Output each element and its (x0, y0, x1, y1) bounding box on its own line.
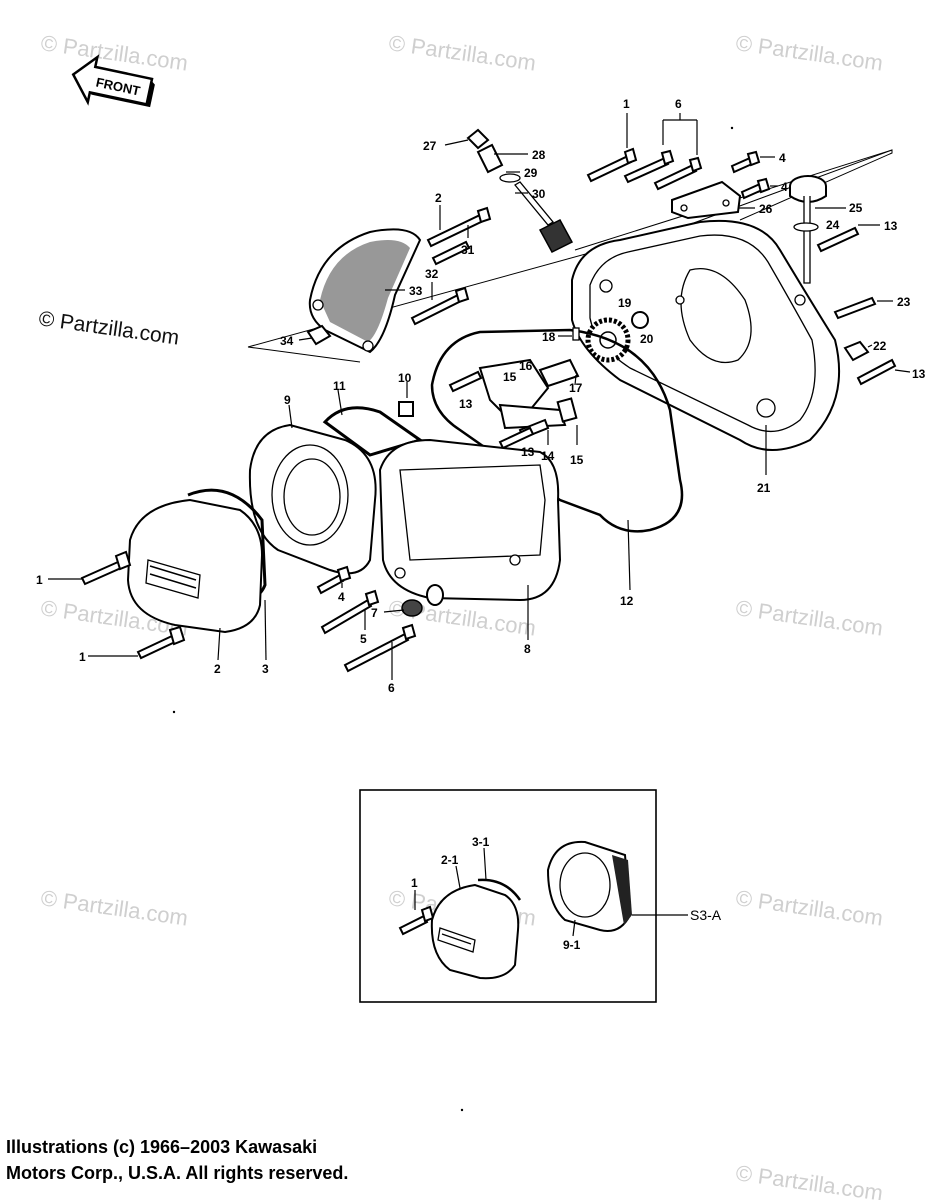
spacer-10 (398, 401, 414, 417)
callout-1: 1 (411, 876, 418, 890)
front-arrow: FRONT (71, 54, 155, 108)
callout-34: 34 (280, 334, 294, 348)
callout-23: 23 (897, 295, 911, 309)
callout-3-1: 3-1 (472, 835, 490, 849)
callouts: 1 6 27 28 29 30 4 4 26 25 24 13 2 31 32 … (36, 97, 926, 695)
gasket-11 (322, 406, 424, 457)
bolt-1-top (586, 147, 638, 183)
callout-19: 19 (618, 296, 632, 310)
callout-21: 21 (757, 481, 771, 495)
callout-13: 13 (884, 219, 898, 233)
callout-1: 1 (623, 97, 630, 111)
bolt-6-top-b (653, 156, 703, 191)
bolt-1-left-bottom (136, 625, 186, 660)
bolt-32 (410, 286, 470, 326)
watermark: © Partzilla.com (387, 30, 537, 75)
callout-11: 11 (333, 379, 346, 393)
callout-31: 31 (461, 243, 475, 257)
copyright-line-2: Motors Corp., U.S.A. All rights reserved… (6, 1163, 349, 1183)
callout-12: 12 (620, 594, 634, 608)
callout-10: 10 (398, 371, 412, 385)
callout-17: 17 (569, 381, 583, 395)
inset-cover-2-1 (430, 883, 520, 980)
bolt-5-lower (320, 589, 380, 635)
watermark: © Partzilla.com (39, 885, 189, 930)
bolt-2-31-pair (426, 206, 492, 266)
plate-26 (671, 180, 742, 220)
callout-6: 6 (388, 681, 395, 695)
callout-18: 18 (542, 330, 556, 344)
callout-2-1: 2-1 (441, 853, 459, 867)
callout-30: 30 (532, 187, 546, 201)
plate-26-hole (680, 204, 688, 212)
crankcase-cover-21 (571, 219, 841, 451)
bolt-1-left-top (80, 550, 132, 586)
callout-28: 28 (532, 148, 546, 162)
cover-9 (248, 423, 377, 575)
bolt-23 (833, 296, 877, 320)
callout-20: 20 (640, 332, 654, 346)
copyright-line-1: Illustrations (c) 1966–2003 Kawasaki (6, 1137, 318, 1157)
callout-13: 13 (521, 445, 535, 459)
watermark: © Partzilla.com (734, 30, 884, 75)
callout-3: 3 (262, 662, 269, 676)
watermark: © Partzilla.com (734, 1160, 884, 1200)
callout-16: 16 (519, 359, 533, 373)
watermark: © Partzilla.com (734, 595, 884, 640)
callout-32: 32 (425, 267, 439, 281)
callout-7: 7 (371, 606, 378, 620)
oil-seal-7 (401, 599, 423, 617)
callout-22: 22 (873, 339, 887, 353)
clutch-cover-8 (378, 438, 562, 602)
leader-lines (48, 113, 911, 680)
callout-25: 25 (849, 201, 863, 215)
watermark-main: © Partzilla.com (37, 307, 180, 349)
collar-8 (426, 584, 444, 606)
plate-26-hole (722, 199, 730, 207)
washer-20 (631, 311, 649, 329)
bolt-6-top-a (623, 149, 675, 184)
magneto-cover-2 (126, 498, 264, 634)
callout-6: 6 (675, 97, 682, 111)
callout-5: 5 (360, 632, 367, 646)
bolt-4-top-a (730, 150, 761, 174)
inset-s3a: 1 2-1 3-1 9-1 S3-A (359, 789, 722, 1003)
callout-26: 26 (759, 202, 773, 216)
callout-24: 24 (826, 218, 840, 232)
bolt-4-top-b (740, 177, 771, 200)
oil-filler-cap-25 (789, 175, 827, 284)
callout-13: 13 (459, 397, 473, 411)
callout-1: 1 (36, 573, 43, 587)
callout-2: 2 (435, 191, 442, 205)
watermark: © Partzilla.com (39, 30, 189, 75)
callout-4: 4 (779, 151, 786, 165)
callout-8: 8 (524, 642, 531, 656)
callout-27: 27 (423, 139, 437, 153)
plug-22 (843, 340, 870, 362)
copyright-notice: Illustrations (c) 1966–2003 Kawasaki Mot… (6, 1134, 348, 1186)
watermark: © Partzilla.com (734, 885, 884, 930)
callout-14: 14 (541, 449, 555, 463)
shift-mechanism (448, 327, 580, 450)
callout-29: 29 (524, 166, 538, 180)
callout-15: 15 (570, 453, 584, 467)
speedo-drive-parts (466, 128, 574, 253)
inset-cover-9-1 (546, 840, 632, 932)
callout-4: 4 (781, 180, 788, 194)
callout-15: 15 (503, 370, 517, 384)
callout-33: 33 (409, 284, 423, 298)
callout-1: 1 (79, 650, 86, 664)
callout-4: 4 (338, 590, 345, 604)
bolt-6-lower (343, 623, 417, 673)
bolt-24-13 (816, 226, 860, 253)
callout-9: 9 (284, 393, 291, 407)
inset-label-s3a: S3-A (690, 907, 722, 923)
callout-9-1: 9-1 (563, 938, 581, 952)
callout-2: 2 (214, 662, 221, 676)
bolt-4-lower (316, 565, 352, 595)
nut-34 (306, 324, 332, 346)
callout-13: 13 (912, 367, 926, 381)
bolt-13-right (856, 358, 897, 386)
